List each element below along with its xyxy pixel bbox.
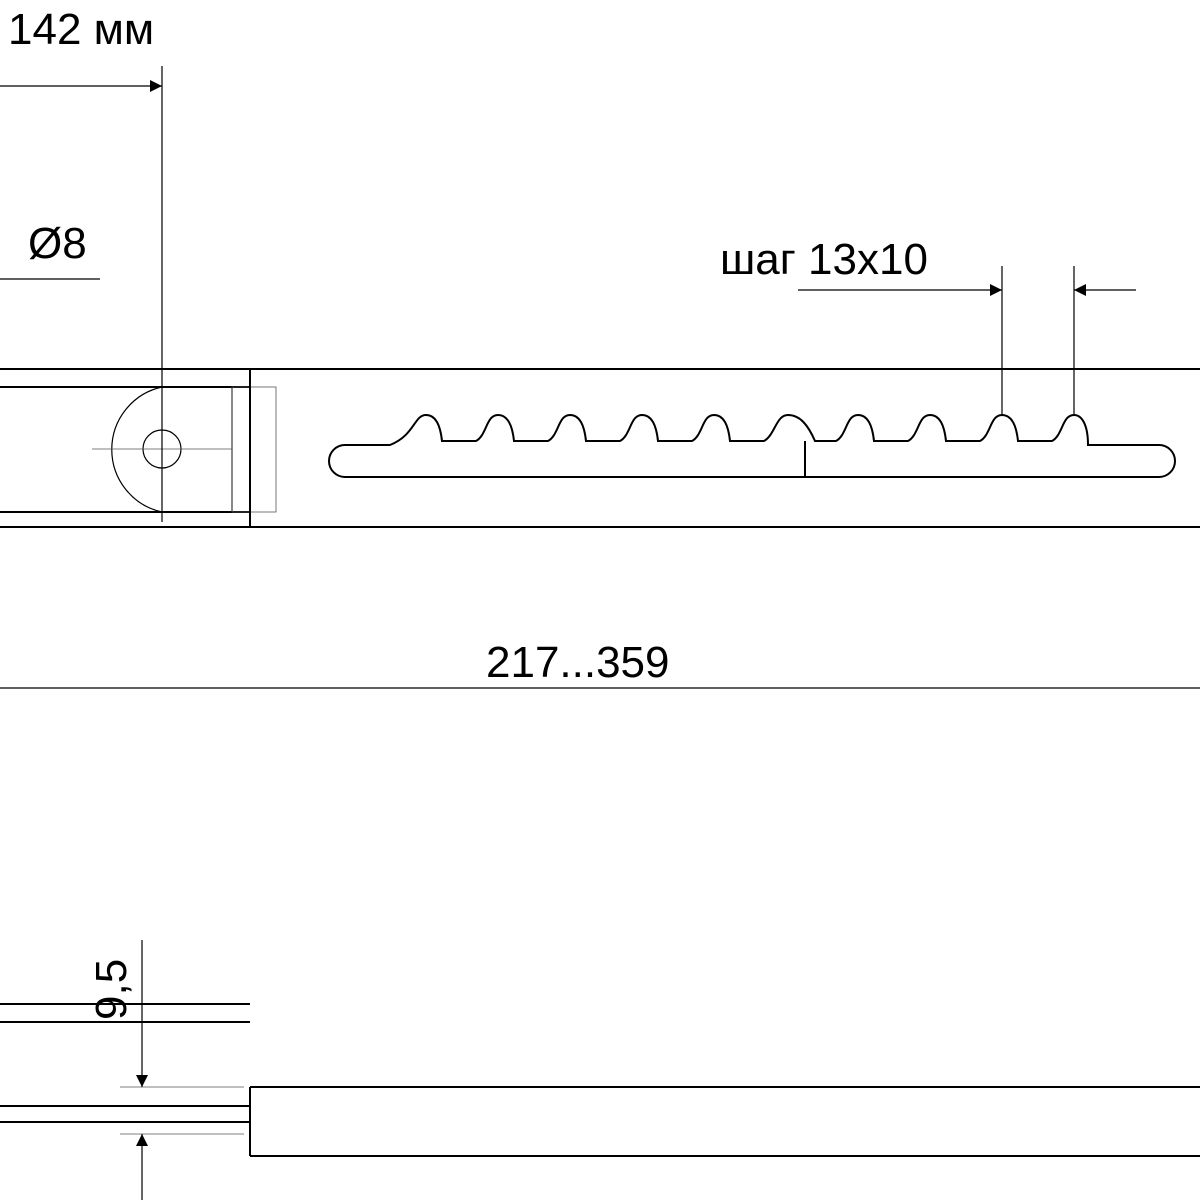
hole-dimension: Ø8	[0, 219, 100, 280]
side-inner-bar	[0, 1105, 250, 1123]
pitch-dimension: шаг 13х10	[720, 235, 1136, 415]
thickness-label: 9,5	[87, 959, 136, 1020]
top-view	[0, 66, 1200, 528]
pitch-label: шаг 13х10	[720, 235, 928, 284]
side-view	[0, 1003, 1200, 1157]
hole-label: Ø8	[28, 219, 87, 268]
thickness-dimension: 9,5	[87, 940, 148, 1200]
length-dimension: 217...359	[0, 638, 1200, 689]
side-sleeve	[249, 1086, 1200, 1157]
offset-label: 142 мм	[8, 5, 154, 54]
left-strap	[0, 368, 277, 528]
side-strap	[0, 1003, 250, 1023]
offset-dimension: 142 мм	[0, 5, 162, 92]
length-label: 217...359	[486, 638, 670, 687]
outer-sleeve	[249, 368, 1200, 528]
notched-slot	[328, 413, 1176, 478]
